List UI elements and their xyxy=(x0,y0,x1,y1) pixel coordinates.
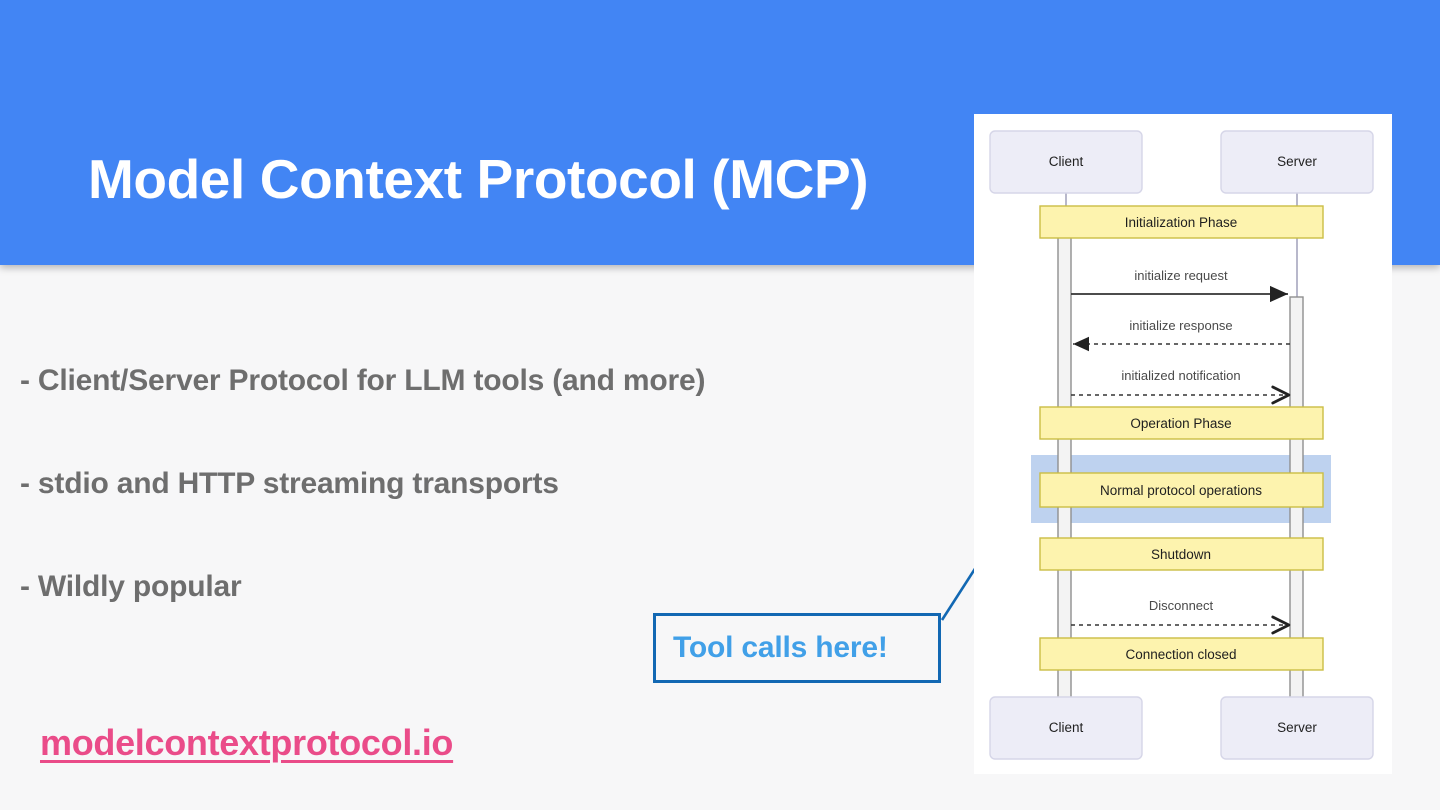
phase-label: Connection closed xyxy=(1125,647,1236,662)
activation-bars xyxy=(1057,211,1304,725)
phase-label: Normal protocol operations xyxy=(1100,483,1262,498)
participant-server-top: Server xyxy=(1220,130,1374,194)
participant-label: Client xyxy=(1049,720,1084,735)
tool-calls-callout: Tool calls here! xyxy=(653,613,941,683)
sequence-diagram-card: Client Server Initialization Phase initi… xyxy=(974,114,1392,774)
participant-label: Server xyxy=(1277,154,1317,169)
participant-client-top: Client xyxy=(989,130,1143,194)
message-label: Disconnect xyxy=(1149,598,1214,613)
phase-band-initialization: Initialization Phase xyxy=(1039,205,1324,239)
bullet-item-2: - stdio and HTTP streaming transports xyxy=(20,467,559,500)
phase-band-operation: Operation Phase xyxy=(1039,406,1324,440)
modelcontextprotocol-link[interactable]: modelcontextprotocol.io xyxy=(40,722,454,763)
participant-label: Client xyxy=(1049,154,1084,169)
message-disconnect: Disconnect xyxy=(1071,598,1291,635)
phase-band-shutdown: Shutdown xyxy=(1039,537,1324,571)
participant-client-bottom: Client xyxy=(989,696,1143,760)
participant-server-bottom: Server xyxy=(1220,696,1374,760)
callout-label: Tool calls here! xyxy=(673,631,888,664)
message-label: initialize response xyxy=(1129,318,1232,333)
participant-label: Server xyxy=(1277,720,1317,735)
message-label: initialize request xyxy=(1134,268,1228,283)
phase-band-connection-closed: Connection closed xyxy=(1039,637,1324,671)
page-title: Model Context Protocol (MCP) xyxy=(88,148,869,210)
bullet-item-3: - Wildly popular xyxy=(20,570,242,603)
message-initialize-response: initialize response xyxy=(1073,318,1290,352)
message-initialize-request: initialize request xyxy=(1071,268,1288,303)
phase-label: Operation Phase xyxy=(1130,416,1231,431)
bullet-list: - Client/Server Protocol for LLM tools (… xyxy=(20,366,920,675)
message-initialized-notification: initialized notification xyxy=(1071,368,1291,405)
message-label: initialized notification xyxy=(1121,368,1240,383)
phase-band-normal-operations: Normal protocol operations xyxy=(1039,472,1324,508)
bullet-item-1: - Client/Server Protocol for LLM tools (… xyxy=(20,364,706,397)
phase-label: Initialization Phase xyxy=(1125,215,1238,230)
phase-label: Shutdown xyxy=(1151,547,1211,562)
